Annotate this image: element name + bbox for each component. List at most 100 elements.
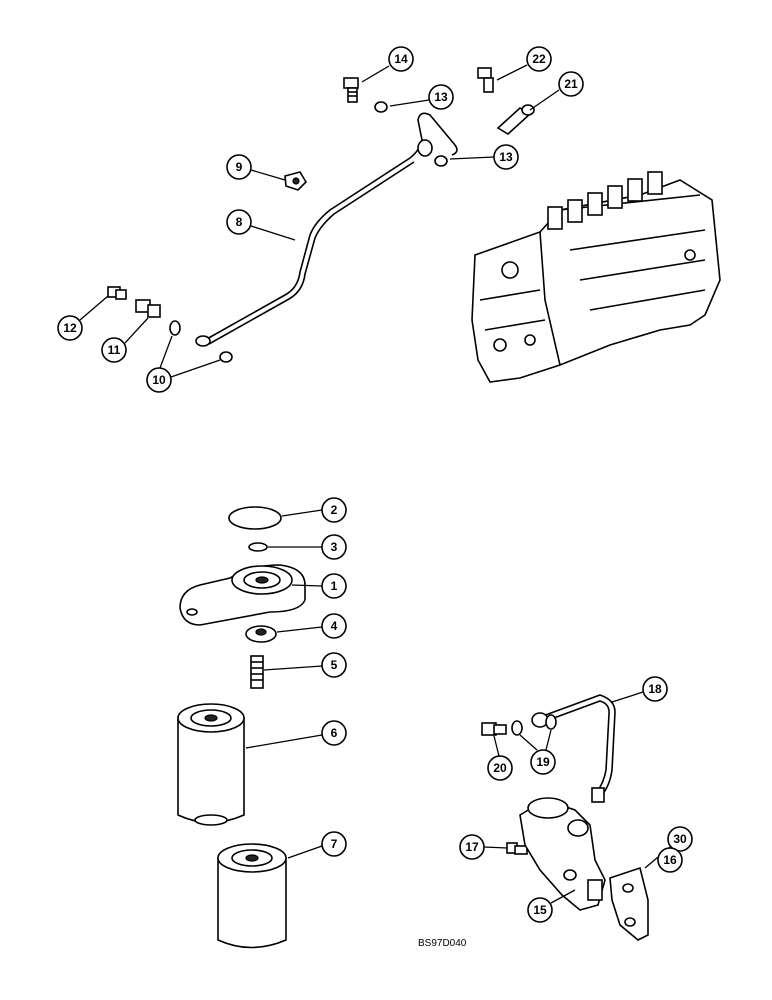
- callout-label-8: 8: [236, 215, 243, 229]
- callout-label-13a: 13: [434, 90, 448, 104]
- callout-leader-15: [550, 889, 576, 904]
- callout-label-12: 12: [63, 321, 77, 335]
- callout-6: 6: [245, 720, 347, 749]
- callout-circle-14: [388, 46, 414, 72]
- callout-10: 10: [146, 335, 221, 393]
- callout-2: 2: [281, 497, 347, 523]
- nut-part-10-b: [219, 351, 233, 363]
- callout-label-20: 20: [493, 761, 507, 775]
- callout-circle-30: [667, 826, 693, 852]
- callout-19: 19: [519, 729, 556, 775]
- callout-leader-13b: [449, 156, 495, 160]
- callout-circle-22: [526, 46, 552, 72]
- callout-circle-13a: [428, 84, 454, 110]
- callout-30: 30: [644, 826, 693, 869]
- callout-leader-22: [496, 64, 528, 81]
- washer-part-19-a: [511, 720, 523, 736]
- callout-label-6: 6: [331, 726, 338, 740]
- callout-label-10: 10: [152, 373, 166, 387]
- callout-9: 9: [226, 154, 286, 181]
- nut-part-4: [245, 625, 277, 643]
- banjo-bolt-part-14: [343, 77, 359, 103]
- callout-circle-16: [657, 847, 683, 873]
- callout-leader-6: [245, 734, 323, 749]
- callout-circle-4: [321, 613, 347, 639]
- callout-circle-17: [459, 834, 485, 860]
- callout-15: 15: [527, 889, 576, 923]
- callout-circle-15: [527, 897, 553, 923]
- callout-label-7: 7: [331, 837, 338, 851]
- callout-3: 3: [268, 534, 347, 560]
- callout-circle-18: [642, 676, 668, 702]
- callout-circle-10: [146, 367, 172, 393]
- callout-leader-19: [519, 734, 538, 751]
- figure-code: BS97D040: [418, 938, 467, 949]
- callout-leader-8: [250, 225, 296, 241]
- callout-label-30: 30: [673, 832, 687, 846]
- washer-part-13-upper: [374, 101, 388, 113]
- fuel-line-part-8: [195, 112, 458, 347]
- callout-16: 16: [657, 847, 683, 873]
- callout-leader-10: [159, 335, 173, 369]
- callout-label-19: 19: [536, 755, 550, 769]
- callout-label-18: 18: [648, 682, 662, 696]
- callout-leader-19-b: [545, 729, 552, 751]
- callout-circle-19: [530, 749, 556, 775]
- gasket-part-16: [609, 866, 649, 941]
- callout-label-22: 22: [532, 52, 546, 66]
- callout-circle-13b: [493, 144, 519, 170]
- bolt-part-11: [135, 299, 161, 318]
- callout-label-2: 2: [331, 503, 338, 517]
- callout-leader-14: [361, 65, 390, 83]
- callout-14: 14: [361, 46, 414, 83]
- filter-head-part-1: [179, 564, 306, 626]
- banjo-bolt-part-20: [481, 722, 507, 736]
- callout-leader-12: [79, 295, 109, 321]
- fuel-filter-part-7: [217, 843, 287, 949]
- clip-part-9: [284, 171, 308, 191]
- callout-leader-17: [483, 846, 508, 849]
- callout-22: 22: [496, 46, 552, 81]
- fuel-line-part-18: [531, 694, 616, 803]
- fuel-filter-part-6: [177, 703, 245, 826]
- callout-label-13b: 13: [499, 150, 513, 164]
- callout-circle-7: [321, 831, 347, 857]
- fitting-part-21: [496, 104, 535, 135]
- callout-label-9: 9: [236, 160, 243, 174]
- stud-part-5: [250, 655, 264, 689]
- callout-leader-9: [250, 169, 286, 181]
- callout-leader-4: [276, 626, 323, 633]
- washer-part-19-b: [545, 714, 557, 730]
- washer-part-13-lower: [434, 155, 448, 167]
- callout-label-3: 3: [331, 540, 338, 554]
- screw-part-17: [506, 842, 528, 855]
- callout-17: 17: [459, 834, 508, 860]
- callout-18: 18: [611, 676, 668, 703]
- callout-circle-9: [226, 154, 252, 180]
- callout-leader-2: [281, 509, 323, 517]
- callout-label-15: 15: [533, 903, 547, 917]
- bolt-part-12: [107, 286, 127, 300]
- callout-leader-7: [287, 845, 323, 859]
- callout-circle-3: [321, 534, 347, 560]
- callout-leader-18: [611, 691, 644, 703]
- callout-leader-11: [124, 317, 149, 344]
- callout-21: 21: [529, 71, 584, 111]
- callout-leader-20: [493, 735, 500, 757]
- callout-13a: 13: [389, 84, 454, 110]
- callout-leader-13a: [389, 99, 430, 107]
- callout-label-1: 1: [331, 579, 338, 593]
- nut-part-10-a: [169, 320, 181, 336]
- callout-leader-5: [263, 665, 323, 671]
- callout-4: 4: [276, 613, 347, 639]
- callout-label-4: 4: [331, 619, 338, 633]
- callout-13b: 13: [449, 144, 519, 170]
- o-ring-part-2: [228, 506, 282, 530]
- callout-label-14: 14: [394, 52, 408, 66]
- callout-circle-5: [321, 652, 347, 678]
- callout-5: 5: [263, 652, 347, 678]
- callout-label-16: 16: [663, 853, 677, 867]
- fitting-part-22: [477, 67, 494, 93]
